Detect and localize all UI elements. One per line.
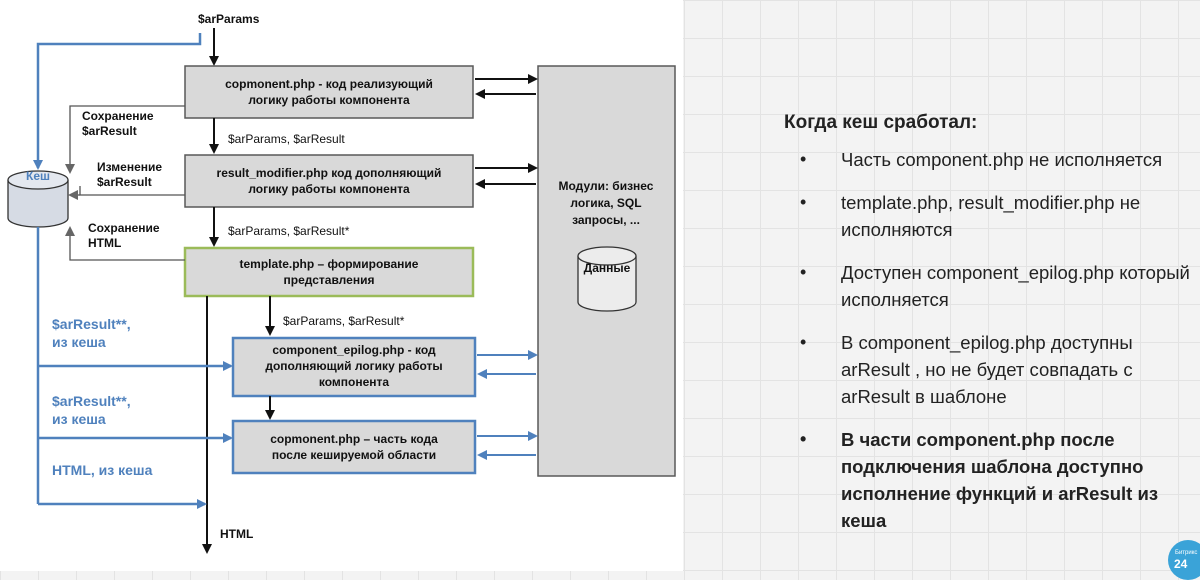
box1-line1: copmonent.php - код реализующий <box>225 77 433 91</box>
cache-result-1-line1: $arResult**, <box>52 316 131 332</box>
box3-line2: представления <box>284 273 375 287</box>
logo-number: 24 <box>1174 557 1188 571</box>
bullet-item: template.php, result_modifier.php не исп… <box>784 189 1194 243</box>
modules-line3: запросы, ... <box>572 213 640 227</box>
component-php-box <box>184 65 474 119</box>
params-result-label-3: $arParams, $arResult* <box>283 314 405 328</box>
cache-flow-diagram: $arParams copmonent.php - код реализующи… <box>7 12 676 554</box>
bullet-list: Часть component.php не исполняется templ… <box>784 146 1194 534</box>
box3-line1: template.php – формирование <box>240 257 419 271</box>
modules-line2: логика, SQL <box>570 196 641 210</box>
change-result-line1: Изменение <box>97 160 162 174</box>
cache-result-1-line2: из кеша <box>52 334 106 350</box>
save-result-line1: Сохранение <box>82 109 154 123</box>
modules-line1: Модули: бизнес <box>559 179 654 193</box>
result-modifier-box <box>184 154 474 208</box>
arrow-save-html <box>65 226 185 261</box>
change-result-line2: $arResult <box>97 175 152 189</box>
cache-result-2-line1: $arResult**, <box>52 393 131 409</box>
data-label: Данные <box>584 261 631 275</box>
box4-line2: дополняющий логику работы <box>265 359 442 373</box>
params-result-label-2: $arParams, $arResult* <box>228 224 350 238</box>
bullet-item: Часть component.php не исполняется <box>784 146 1194 173</box>
params-result-label-1: $arParams, $arResult <box>228 132 345 146</box>
bullet-item: В component_epilog.php доступны arResult… <box>784 329 1194 410</box>
box5-line1: copmonent.php – часть кода <box>270 432 438 446</box>
arrow-params-to-cache <box>33 33 202 170</box>
cache-cylinder-icon <box>7 170 69 228</box>
slide-heading: Когда кеш сработал: <box>784 112 978 133</box>
box5-line2: после кешируемой области <box>272 448 436 462</box>
save-html-line2: HTML <box>88 236 121 250</box>
cache-result-2-line2: из кеша <box>52 411 106 427</box>
box2-line1: result_modifier.php код дополняющий <box>217 166 442 180</box>
cache-html-label: HTML, из кеша <box>52 462 153 478</box>
bottom-output-label: HTML <box>220 527 253 541</box>
save-result-line2: $arResult <box>82 124 137 138</box>
box1-line2: логику работы компонента <box>248 93 410 107</box>
top-input-label: $arParams <box>198 12 260 26</box>
bullet-item: Доступен component_epilog.php который ис… <box>784 259 1194 313</box>
slide-text: Когда кеш сработал: Часть component.php … <box>784 112 1194 550</box>
save-html-line1: Сохранение <box>88 221 160 235</box>
component-after-cache-box <box>231 419 477 475</box>
box4-line3: компонента <box>319 375 390 389</box>
component-epilog-box <box>231 336 477 398</box>
arrow-save-result <box>65 105 185 174</box>
box2-line2: логику работы компонента <box>248 182 410 196</box>
logo-small-text: Битрикс <box>1175 550 1198 556</box>
template-php-box <box>183 246 475 298</box>
bullet-item: В части component.php после подключения … <box>784 426 1194 534</box>
box4-line1: component_epilog.php - код <box>272 343 436 357</box>
cache-label: Кеш <box>26 169 50 183</box>
bitrix24-logo: Битрикс 24 <box>1168 540 1200 580</box>
data-cylinder-icon <box>577 246 637 312</box>
